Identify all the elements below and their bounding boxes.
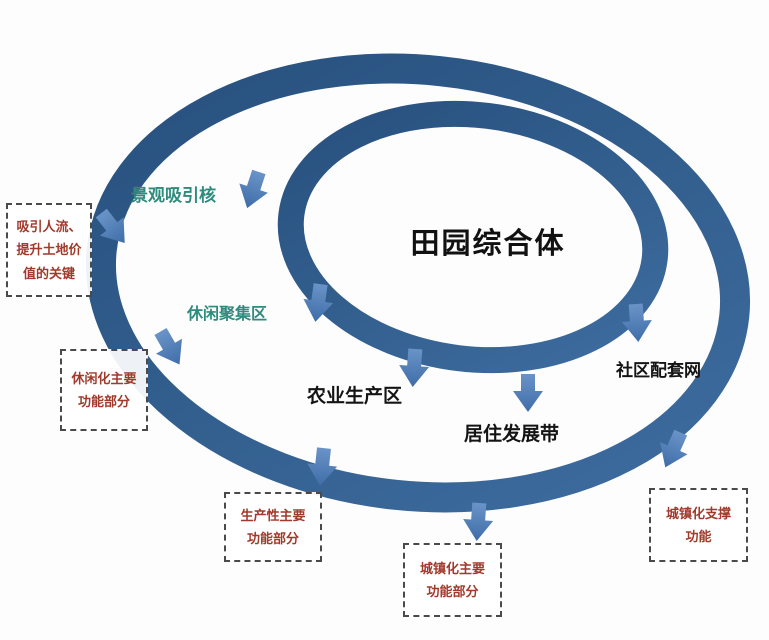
label-leisure-zone: 休闲聚集区 <box>187 306 268 323</box>
label-landscape-core: 景观吸引核 <box>131 186 216 205</box>
outer-ring <box>85 53 751 513</box>
note-box-leisure-function: 休闲化主要 功能部分 <box>60 349 148 431</box>
arrow-residence-icon <box>513 374 543 412</box>
label-community-network: 社区配套网 <box>616 361 701 380</box>
center-title: 田园综合体 <box>410 228 566 260</box>
note-box-urbanization-function: 城镇化主要 功能部分 <box>403 543 502 617</box>
note-box-attract-flow: 吸引人流、 提升土地价 值的关键 <box>6 203 92 297</box>
inner-ring <box>277 100 669 374</box>
label-agriculture-zone: 农业生产区 <box>307 386 403 407</box>
note-box-production-function: 生产性主要 功能部分 <box>224 492 322 562</box>
note-box-urbanization-support: 城镇化支撑 功能 <box>649 488 748 562</box>
arrow-landscape-core-icon <box>232 167 274 213</box>
label-residence-belt: 居住发展带 <box>464 424 560 445</box>
